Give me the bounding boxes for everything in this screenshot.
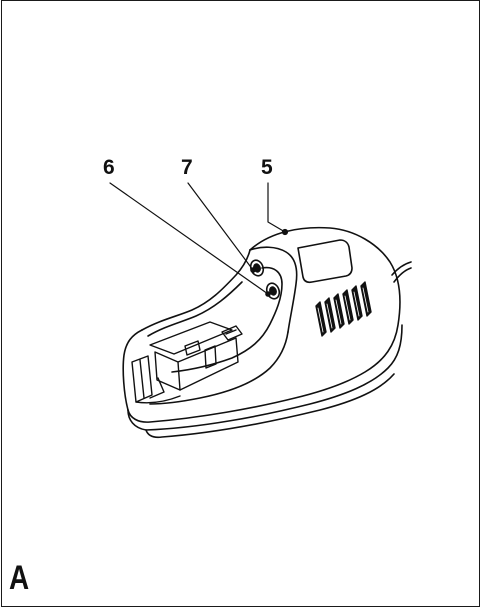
callout-7: 7 — [181, 156, 193, 179]
figure-label: A — [9, 559, 30, 597]
leader-7-dot — [250, 267, 256, 273]
battery-slot — [131, 321, 243, 404]
leader-lines — [109, 182, 289, 297]
leader-7 — [187, 182, 254, 271]
vent-slots — [315, 281, 372, 337]
power-cord — [391, 261, 412, 283]
leader-5 — [267, 182, 286, 233]
leader-6-dot — [265, 291, 271, 297]
callout-6: 6 — [103, 156, 115, 179]
indicator-leds — [249, 259, 281, 300]
callout-5: 5 — [261, 156, 273, 179]
charger-body — [122, 226, 403, 439]
leader-6 — [109, 182, 269, 295]
display-window — [297, 239, 353, 284]
leader-5-dot — [281, 228, 289, 236]
